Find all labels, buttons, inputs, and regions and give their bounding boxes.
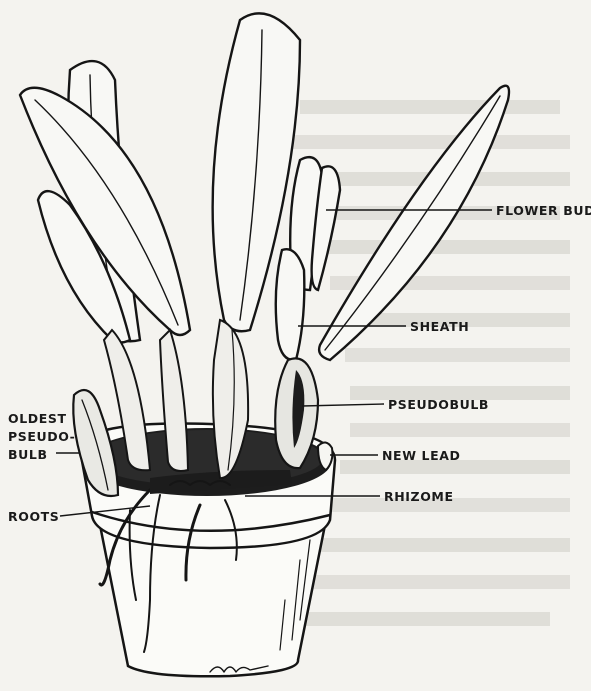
label-oldest-pseudobulb-line3: BULB [8, 447, 48, 462]
label-flower-bud: FLOWER BUD [496, 203, 591, 218]
leaves [20, 13, 509, 360]
label-oldest-pseudobulb-line1: OLDEST [8, 411, 67, 426]
label-oldest-pseudobulb-line2: PSEUDO- [8, 429, 75, 444]
label-rhizome: RHIZOME [384, 489, 454, 504]
label-sheath: SHEATH [410, 319, 469, 334]
label-roots: ROOTS [8, 509, 59, 524]
label-pseudobulb: PSEUDOBULB [388, 397, 489, 412]
label-new-lead: NEW LEAD [382, 448, 461, 463]
